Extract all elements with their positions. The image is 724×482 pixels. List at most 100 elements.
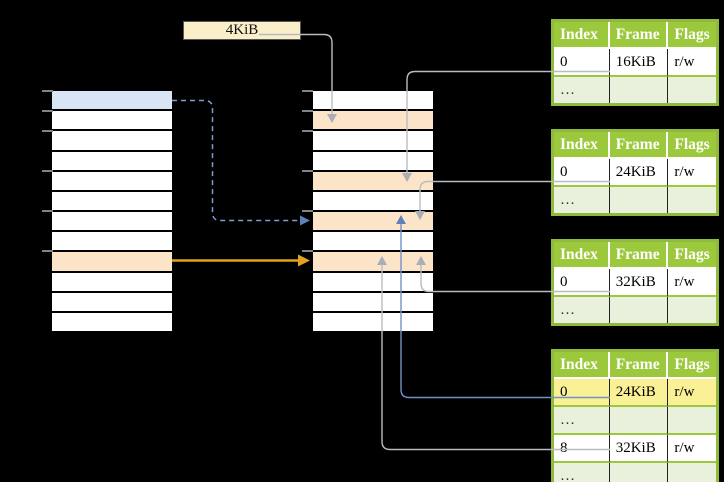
virtual-memory-column (52, 91, 172, 332)
table-row-ellipsis: … (554, 77, 716, 103)
cell-frame (609, 463, 669, 482)
table-row: 0 16KiB r/w (554, 49, 716, 77)
cell-flags: r/w (668, 269, 716, 297)
cell-flags: r/w (668, 435, 716, 463)
memory-row (313, 91, 433, 112)
cell-flags: r/w (668, 379, 716, 407)
table-row-ellipsis: … (554, 297, 716, 323)
arrow-virtual-page-to-page-table-dashed (172, 99, 300, 222)
table-header-row: Index Frame Flags (554, 242, 716, 269)
cell-flags: r/w (668, 49, 716, 77)
cell-frame: 32KiB (609, 269, 669, 297)
table-row: 0 32KiB r/w (554, 269, 716, 297)
column-header-flags: Flags (668, 22, 716, 49)
memory-row (52, 191, 172, 213)
column-header-flags: Flags (668, 242, 716, 269)
column-header-index: Index (554, 242, 610, 269)
tick (302, 210, 313, 212)
table-header-row: Index Frame Flags (554, 132, 716, 159)
column-header-frame: Frame (609, 132, 669, 159)
memory-row (313, 151, 433, 172)
cell-frame: 32KiB (609, 435, 669, 463)
column-header-index: Index (554, 132, 610, 159)
table-row: 0 24KiB r/w (554, 159, 716, 187)
cell-frame: 24KiB (609, 159, 669, 187)
page-size-label: 4KiB (183, 21, 301, 40)
memory-row (313, 191, 433, 213)
cell-index: … (554, 77, 610, 103)
memory-row (52, 272, 172, 293)
column-header-flags: Flags (668, 352, 716, 379)
memory-row (52, 171, 172, 192)
tick (42, 90, 53, 92)
table-header-row: Index Frame Flags (554, 352, 716, 379)
cell-frame (609, 187, 669, 213)
column-header-index: Index (554, 352, 610, 379)
memory-row (313, 272, 433, 293)
arrow-right-icon (300, 215, 310, 226)
column-header-frame: Frame (609, 22, 669, 49)
memory-row (313, 232, 433, 253)
tick (302, 110, 313, 112)
tick (42, 110, 53, 112)
cell-frame: 16KiB (609, 49, 669, 77)
page-table-1: Index Frame Flags 0 16KiB r/w … (551, 19, 719, 106)
cell-flags (668, 77, 716, 103)
tick (42, 250, 53, 252)
cell-index: 8 (554, 435, 610, 463)
cell-index: … (554, 407, 610, 435)
cell-index: … (554, 297, 610, 323)
physical-memory-column (313, 91, 433, 332)
cell-flags (668, 463, 716, 482)
memory-row (52, 111, 172, 132)
table-row-ellipsis: … (554, 407, 716, 435)
cell-index: … (554, 187, 610, 213)
arrow-right-icon (298, 254, 310, 267)
tick (42, 130, 53, 132)
tick (302, 170, 313, 172)
table-row-highlighted: 0 24KiB r/w (554, 379, 716, 407)
tick (42, 170, 53, 172)
memory-row-highlight-peach (313, 212, 433, 233)
column-header-index: Index (554, 22, 610, 49)
column-header-flags: Flags (668, 132, 716, 159)
table-header-row: Index Frame Flags (554, 22, 716, 49)
memory-row-highlight-blue (52, 91, 172, 112)
memory-row (313, 312, 433, 332)
memory-row-highlight-peach (313, 111, 433, 132)
cell-flags (668, 297, 716, 323)
cell-frame (609, 77, 669, 103)
cell-frame (609, 297, 669, 323)
cell-index: 0 (554, 159, 610, 187)
tick (302, 130, 313, 132)
page-table-3: Index Frame Flags 0 32KiB r/w … (551, 239, 719, 326)
cell-frame: 24KiB (609, 379, 669, 407)
cell-index: 0 (554, 49, 610, 77)
cell-frame (609, 407, 669, 435)
table-row: 8 32KiB r/w (554, 435, 716, 463)
memory-row (52, 131, 172, 152)
memory-row (52, 312, 172, 332)
cell-index: 0 (554, 379, 610, 407)
memory-row (52, 212, 172, 233)
memory-row (52, 292, 172, 313)
memory-row-highlight-peach (52, 252, 172, 273)
table-row-ellipsis: … (554, 463, 716, 482)
tick (302, 250, 313, 252)
column-header-frame: Frame (609, 352, 669, 379)
page-table-2: Index Frame Flags 0 24KiB r/w … (551, 129, 719, 216)
memory-row-highlight-peach (313, 252, 433, 273)
column-header-frame: Frame (609, 242, 669, 269)
memory-row (313, 131, 433, 152)
table-row-ellipsis: … (554, 187, 716, 213)
cell-flags (668, 187, 716, 213)
memory-row (52, 151, 172, 172)
cell-flags: r/w (668, 159, 716, 187)
tick (42, 210, 53, 212)
cell-index: 0 (554, 269, 610, 297)
memory-row (313, 292, 433, 313)
memory-row-highlight-peach (313, 171, 433, 192)
tick (302, 90, 313, 92)
cell-index: … (554, 463, 610, 482)
